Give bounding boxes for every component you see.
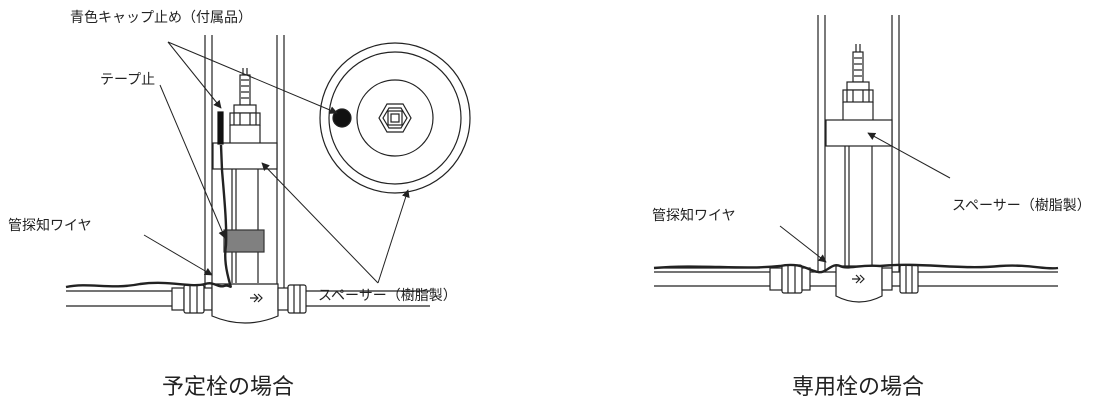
left-top-view: [319, 42, 471, 194]
right-casing-pipe: [817, 15, 900, 272]
right-fittings: [769, 264, 919, 303]
left-leaders: [143, 41, 410, 284]
right-riser-pipe: [842, 102, 874, 270]
label-wire-left: 管探知ワイヤ: [8, 217, 92, 234]
left-detection-wire: [65, 144, 232, 289]
left-assembly: [65, 35, 430, 324]
left-blue-cap-dot: [332, 108, 352, 128]
right-leaders: [779, 132, 951, 263]
right-valve-stem: [842, 44, 874, 103]
left-fittings: [171, 283, 307, 324]
label-spacer-right: スペーサー（樹脂製）: [952, 198, 1091, 214]
left-valve-stem: [229, 68, 261, 126]
right-spacer-block: [825, 119, 893, 147]
left-blue-cap-clip: [217, 111, 224, 145]
label-wire-right: 管探知ワイヤ: [652, 207, 736, 224]
label-tape: テープ止: [100, 72, 155, 88]
label-spacer-left: スペーサー（樹脂製）: [318, 288, 457, 304]
left-riser-pipe: [229, 125, 261, 283]
left-tape-band: [223, 229, 265, 253]
right-assembly: [653, 15, 1059, 303]
caption-left: 予定栓の場合: [162, 375, 294, 400]
label-blue-cap: 青色キャップ止め（付属品）: [70, 9, 252, 26]
caption-right: 専用栓の場合: [792, 375, 924, 400]
right-detection-wire: [653, 263, 1059, 274]
